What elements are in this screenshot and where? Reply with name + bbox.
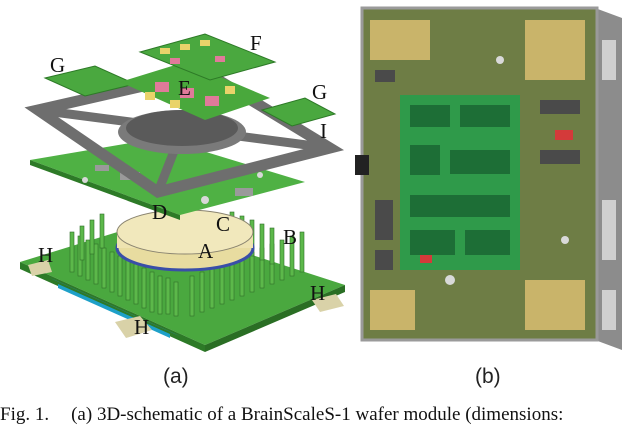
module-chassis-side [595, 8, 622, 350]
wafer-module-photo [355, 6, 622, 350]
letter-i: I [320, 119, 327, 143]
connector-strip [50, 278, 180, 336]
letter-h-left: H [38, 243, 53, 267]
mount-foot [115, 316, 152, 338]
side-clip [355, 155, 369, 175]
letter-g-left: G [50, 53, 65, 77]
main-pcb-board [20, 222, 345, 345]
letter-h-right: H [310, 281, 325, 305]
caption-prefix: Fig. 1. [0, 404, 50, 425]
letter-c: C [216, 212, 230, 236]
subfigure-label-b: (b) [475, 365, 501, 388]
wafer-module-schematic: G F E G I D C B A H H H [20, 31, 345, 352]
caption-text: (a) 3D-schematic of a BrainScaleS-1 wafe… [71, 404, 564, 425]
letter-d: D [152, 200, 167, 224]
top-board-f [138, 33, 277, 81]
mount-foot [28, 260, 52, 276]
letter-g-right: G [312, 80, 327, 104]
letter-f: F [250, 31, 262, 55]
top-pcb [120, 62, 270, 120]
side-board-right [260, 97, 337, 127]
letter-h-bottom: H [134, 315, 149, 339]
letter-b: B [283, 225, 297, 249]
letter-e: E [178, 76, 191, 100]
mount-foot [312, 294, 344, 312]
letter-a: A [198, 239, 214, 263]
subfigure-label-a: (a) [163, 365, 189, 388]
figure-caption: Fig. 1. (a) 3D-schematic of a BrainScaleS… [0, 404, 640, 426]
